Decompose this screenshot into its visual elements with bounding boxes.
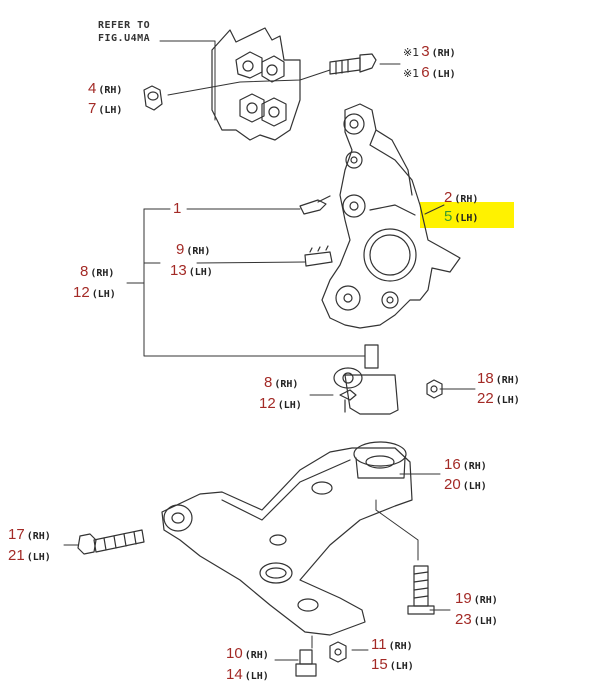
nut-4-7 (143, 85, 163, 111)
callout-suffix: (RH) (186, 246, 211, 257)
callout-number: 6 (421, 64, 430, 81)
callout-14: 14(LH) (226, 666, 269, 683)
cotter-pin-1 (299, 195, 331, 215)
callout-number: 8 (80, 263, 89, 280)
callout-number: 11 (371, 636, 387, 653)
leader-lines (63, 40, 476, 661)
callout-number-highlighted: 5 (444, 208, 453, 225)
callout-suffix: (LH) (431, 69, 456, 80)
reference-line-1: REFER TO (98, 20, 151, 31)
callout-10: 10(RH) (226, 645, 269, 662)
callout-20: 20(LH) (444, 476, 487, 493)
callout-suffix: (RH) (90, 268, 115, 279)
callout-13: 13(LH) (170, 262, 213, 279)
callout-15: 15(LH) (371, 656, 414, 673)
callout-number: 9 (176, 241, 185, 258)
callout-number: 12 (73, 284, 90, 301)
highlight-box (420, 202, 514, 228)
callout-number: 21 (8, 547, 25, 564)
callout-number: 20 (444, 476, 461, 493)
callout-suffix: (RH) (495, 375, 520, 386)
callout-12-knuckle: 12(LH) (73, 284, 116, 301)
callout-number: 13 (170, 262, 187, 279)
callout-number: 3 (421, 43, 430, 60)
callout-22: 22(LH) (477, 390, 520, 407)
callout-8-knuckle: 8(RH) (80, 263, 114, 280)
reference-line-2: FIG.U4MA (98, 33, 151, 44)
callout-suffix: (LH) (389, 661, 414, 672)
callout-suffix: (LH) (462, 481, 487, 492)
reference-note: REFER TO FIG.U4MA (98, 19, 150, 45)
callout-7: 7(LH) (88, 100, 122, 117)
steering-knuckle (321, 103, 461, 329)
callout-number: 2 (444, 189, 453, 206)
callout-4: 4(RH) (88, 80, 122, 97)
deflector-9-13 (304, 245, 333, 267)
callout-suffix: (RH) (98, 85, 123, 96)
note-mark: ※1 (403, 67, 420, 80)
note-mark: ※1 (403, 46, 420, 59)
callout-11: 11(RH) (371, 636, 413, 653)
callout-2: 2(RH) (444, 189, 478, 206)
nut-11-15 (329, 641, 347, 663)
callout-number: 12 (259, 395, 276, 412)
callout-number: 8 (264, 374, 273, 391)
callout-suffix: (RH) (431, 48, 456, 59)
callout-suffix: (LH) (473, 616, 498, 627)
callout-number: 10 (226, 645, 243, 662)
callout-9: 9(RH) (176, 241, 210, 258)
callout-suffix: (LH) (91, 289, 116, 300)
bolt-19-23 (407, 565, 435, 615)
callout-number: 19 (455, 590, 472, 607)
callout-8-balljoint: 8(RH) (264, 374, 298, 391)
callout-21: 21(LH) (8, 547, 51, 564)
callout-16: 16(RH) (444, 456, 487, 473)
callout-number: 23 (455, 611, 472, 628)
callout-suffix: (LH) (98, 105, 123, 116)
callout-suffix: (LH) (277, 400, 302, 411)
callout-5: 5(LH) (444, 208, 478, 225)
callout-suffix: (RH) (274, 379, 299, 390)
callout-number: 14 (226, 666, 243, 683)
nut-18-22 (426, 379, 443, 399)
callout-suffix: (LH) (188, 267, 213, 278)
bolt-17-21 (77, 529, 145, 555)
callout-suffix: (LH) (244, 671, 269, 682)
callout-number: 17 (8, 526, 25, 543)
ball-joint (333, 344, 399, 415)
callout-suffix: (LH) (454, 213, 479, 224)
callout-suffix: (RH) (244, 650, 269, 661)
callout-suffix: (RH) (473, 595, 498, 606)
callout-number: 15 (371, 656, 388, 673)
callout-suffix: (RH) (388, 641, 413, 652)
callout-suffix: (LH) (495, 395, 520, 406)
callout-suffix: (RH) (454, 194, 479, 205)
callout-number: 4 (88, 80, 97, 97)
strut-bracket (211, 27, 301, 141)
callout-number: 1 (173, 200, 182, 217)
callout-suffix: (RH) (26, 531, 51, 542)
callout-23: 23(LH) (455, 611, 498, 628)
callout-number: 22 (477, 390, 494, 407)
callout-number: 7 (88, 100, 97, 117)
callout-number: 16 (444, 456, 461, 473)
bolt-10-14 (295, 649, 317, 677)
callout-suffix: (LH) (26, 552, 51, 563)
callout-number: 18 (477, 370, 494, 387)
callout-19: 19(RH) (455, 590, 498, 607)
callout-17: 17(RH) (8, 526, 51, 543)
callout-12-balljoint: 12(LH) (259, 395, 302, 412)
callout-1: 1 (173, 200, 181, 217)
callout-18: 18(RH) (477, 370, 520, 387)
callout-suffix: (RH) (462, 461, 487, 472)
bolt-3-6 (329, 53, 377, 75)
lower-control-arm (161, 441, 413, 636)
